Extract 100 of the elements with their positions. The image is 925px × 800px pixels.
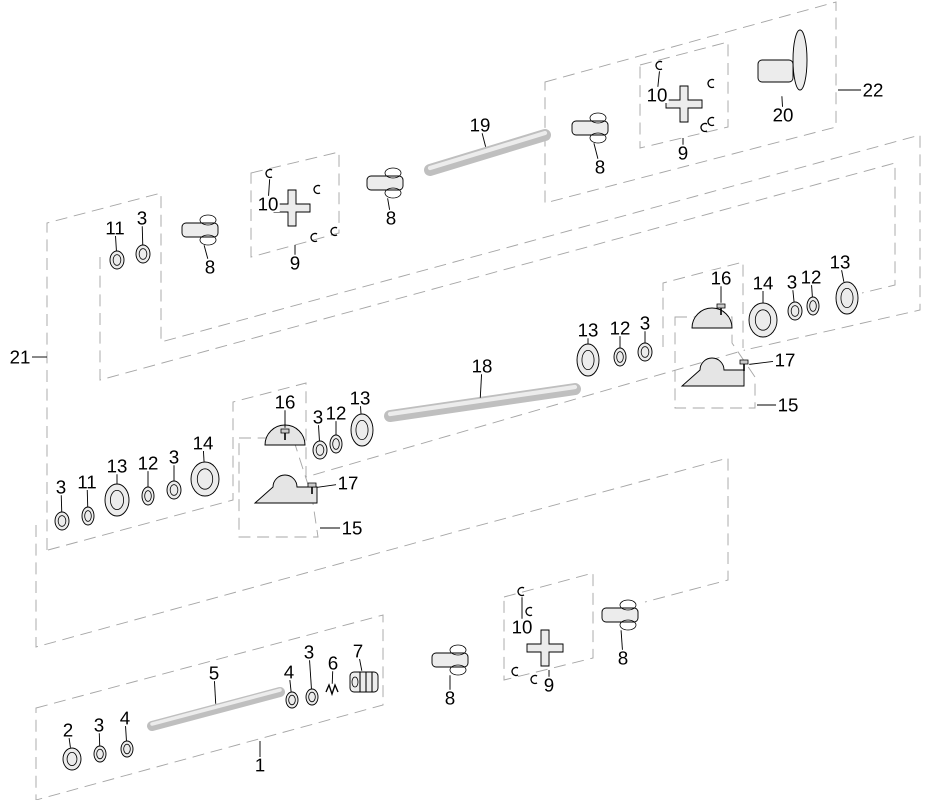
shaft-drawing	[147, 687, 285, 732]
leader-line	[32, 356, 48, 358]
callout-number: 16	[709, 270, 733, 286]
washer-drawing	[312, 440, 328, 460]
washer-drawing	[166, 480, 182, 500]
callout-number: 8	[384, 210, 398, 226]
callout-number: 2	[61, 722, 75, 738]
leader-line	[359, 658, 362, 672]
leader-line	[332, 670, 334, 684]
washer-drawing	[836, 282, 858, 314]
washer-drawing	[748, 302, 778, 338]
bolt-drawing	[308, 482, 316, 494]
leader-line	[620, 630, 623, 650]
callout-number: 8	[616, 650, 630, 666]
leader-line	[548, 670, 550, 678]
leader-line	[762, 290, 764, 304]
callout-number: 10	[510, 619, 534, 635]
callout-number: 13	[576, 322, 600, 338]
yoke-drawing	[182, 214, 218, 246]
callout-number: 3	[785, 274, 799, 290]
callout-number: 14	[751, 275, 775, 291]
callout-number: 12	[136, 455, 160, 471]
callout-number: 17	[773, 352, 797, 368]
washer-drawing	[350, 414, 374, 446]
flange-yoke-drawing	[758, 30, 808, 90]
leader-line	[115, 236, 117, 252]
leader-line	[841, 270, 844, 282]
callout-number: 13	[105, 458, 129, 474]
washer-drawing	[306, 688, 318, 706]
callout-number: 3	[638, 315, 652, 331]
callout-number: 13	[828, 254, 852, 270]
leader-line	[125, 726, 127, 742]
spring-drawing	[325, 683, 339, 696]
circlip-drawing	[655, 60, 662, 70]
callout-number: 21	[8, 349, 32, 365]
callout-number: 3	[167, 449, 181, 465]
leader-line	[316, 484, 336, 488]
callout-number: 6	[326, 655, 340, 671]
leader-line	[811, 284, 813, 298]
callout-number: 17	[336, 475, 360, 491]
callout-number: 22	[861, 82, 885, 98]
callout-number: 13	[348, 390, 372, 406]
leader-line	[284, 410, 286, 428]
washer-drawing	[286, 692, 298, 708]
callout-number: 14	[191, 435, 215, 451]
washer-drawing	[576, 344, 600, 376]
leader-line	[682, 138, 684, 146]
callout-number: 3	[135, 210, 149, 226]
leader-line	[86, 490, 88, 508]
callout-number: 19	[468, 117, 492, 133]
washer-drawing	[638, 342, 652, 362]
callout-number: 16	[273, 394, 297, 410]
callout-number: 8	[443, 690, 457, 706]
washer-drawing	[614, 348, 626, 366]
callout-number: 11	[104, 220, 126, 236]
leader-line	[756, 404, 776, 406]
leader-line	[792, 290, 795, 302]
callout-number: 9	[676, 145, 690, 161]
washer-drawing	[82, 506, 94, 526]
callout-number: 9	[542, 677, 556, 693]
leader-line	[720, 286, 722, 304]
callout-number: 15	[776, 397, 800, 413]
leader-line	[268, 178, 270, 196]
callout-number: 4	[118, 710, 132, 726]
leader-line	[318, 424, 320, 442]
callout-number: 3	[54, 479, 68, 495]
leader-line	[98, 732, 100, 746]
washer-drawing	[62, 748, 82, 770]
circlip-drawing	[265, 168, 272, 178]
bolt-drawing	[280, 428, 290, 440]
leader-line	[142, 226, 144, 246]
bolt-drawing	[716, 304, 726, 315]
callout-number: 18	[470, 358, 494, 374]
leader-line	[309, 660, 312, 690]
callout-number: 9	[288, 255, 302, 271]
leader-line	[204, 244, 208, 260]
callout-number: 3	[302, 644, 316, 660]
leader-line	[657, 70, 660, 88]
callout-number: 7	[351, 643, 365, 659]
circlip-drawing	[517, 586, 524, 596]
leader-line	[748, 361, 774, 365]
washer-drawing	[110, 250, 124, 270]
washer-drawing	[120, 740, 134, 758]
callout-number: 1	[253, 757, 267, 773]
callout-number: 3	[92, 717, 106, 733]
yoke-drawing	[432, 644, 468, 676]
leader-line	[482, 132, 486, 148]
washer-drawing	[94, 746, 106, 762]
callout-number: 11	[76, 474, 98, 490]
callout-number: 12	[608, 320, 632, 336]
leader-line	[387, 198, 390, 210]
leader-line	[294, 244, 296, 256]
callout-number: 5	[207, 665, 221, 681]
leader-line	[781, 96, 783, 108]
shaft-drawing	[384, 383, 581, 422]
bolt-drawing	[740, 360, 748, 371]
washer-drawing	[806, 296, 820, 316]
callout-number: 15	[340, 520, 364, 536]
yoke-drawing	[366, 168, 404, 198]
callout-number: 3	[311, 409, 325, 425]
